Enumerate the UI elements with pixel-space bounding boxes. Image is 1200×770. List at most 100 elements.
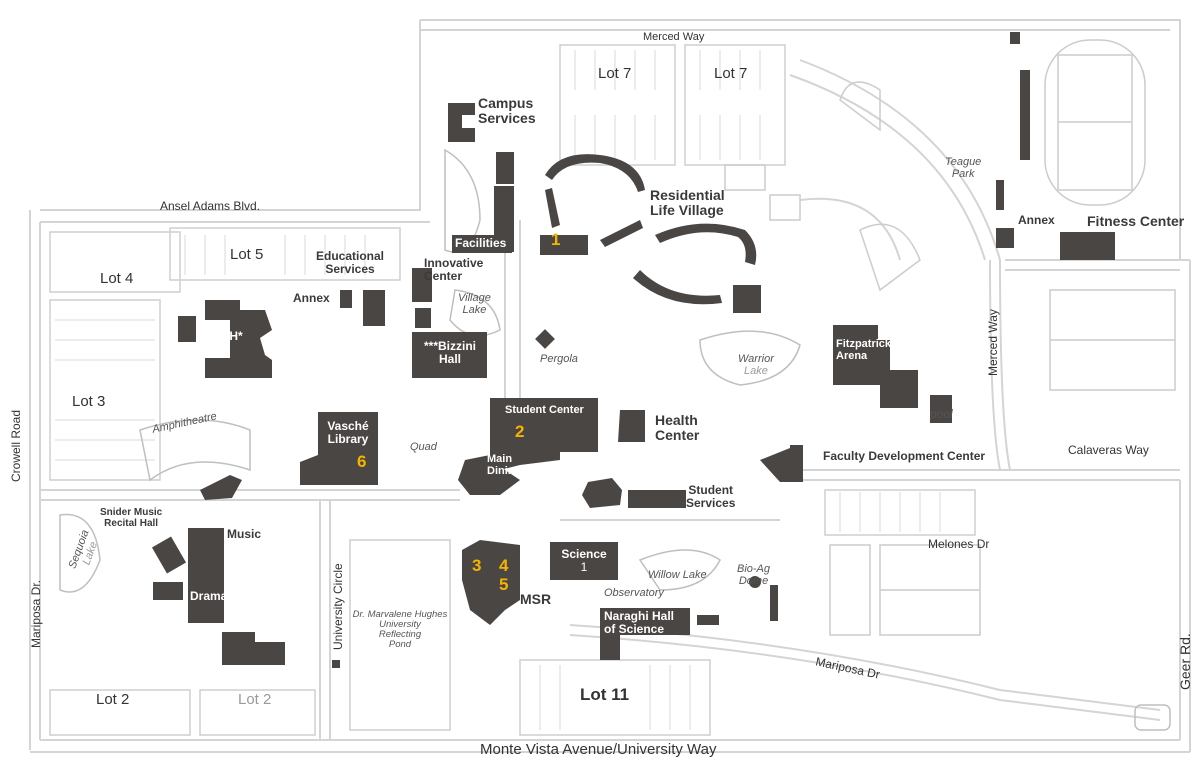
label-student-services-2: Services — [686, 495, 736, 510]
label-main-dining-2: Dining — [487, 464, 522, 477]
label-pond-4: Pond — [388, 638, 412, 650]
lot-5: Lot 5 — [230, 246, 264, 263]
label-music: Music — [227, 527, 262, 541]
label-fitness-center: Fitness Center — [1087, 213, 1185, 229]
lot-11: Lot 11 — [580, 685, 630, 704]
label-student-services: Student Services — [686, 484, 735, 509]
buildings — [151, 32, 1115, 668]
label-naraghi-2: of Science — [604, 621, 665, 636]
label-facilities: Facilities — [455, 236, 507, 250]
label-annex-right: Annex — [1018, 213, 1055, 227]
street-ansel-adams: Ansel Adams Blvd. — [160, 199, 261, 213]
label-health-2: Center — [655, 426, 700, 443]
label-fitzpatrick-1: Fitzpatrick — [836, 338, 892, 350]
marker-4: 4 — [499, 556, 509, 575]
label-pergola: Pergola — [540, 353, 578, 365]
label-pond-3: Reflecting — [378, 628, 422, 640]
street-geer-rd: Geer Rd. — [1177, 633, 1193, 690]
label-teague-park: Teague Park — [945, 156, 982, 180]
label-dbh: DBH* — [212, 329, 243, 343]
label-annex-left: Annex — [293, 291, 330, 305]
label-fitzpatrick-arena: Fitzpatrick Arena — [836, 338, 892, 362]
label-educational-2: Services — [325, 261, 375, 276]
label-warrior-lake: Warrior Lake — [738, 353, 774, 377]
label-science-1-a: Science — [561, 547, 607, 561]
label-village-lake: Village Lake — [458, 292, 491, 316]
lakes — [59, 148, 1171, 731]
label-science-1: Science 1 — [550, 548, 618, 573]
label-observatory: Observatory — [604, 587, 664, 599]
label-bio-ag-2: Dome — [738, 574, 769, 587]
marker-5: 5 — [499, 575, 509, 594]
label-warrior-1: Warrior — [738, 353, 774, 365]
label-reflecting-pond: Dr. Marvalene Hughes University Reflecti… — [345, 610, 455, 650]
street-crowell-road: Crowell Road — [9, 409, 23, 482]
label-main-dining-1: Main — [487, 453, 513, 465]
street-university-circle: University Circle — [331, 563, 345, 650]
label-student-center: Student Center — [505, 404, 584, 416]
street-calaveras-way: Calaveras Way — [1068, 443, 1149, 457]
label-main-dining: Main Dining — [487, 453, 522, 477]
label-faculty-development-center: Faculty Development Center — [823, 449, 986, 463]
label-residential-life-village: Residential Life Village — [650, 188, 725, 217]
lot-2-a: Lot 2 — [96, 691, 130, 708]
marker-3: 3 — [472, 556, 482, 575]
label-innovative-1: Innovative — [424, 256, 484, 270]
label-residential-2: Life Village — [650, 201, 724, 218]
label-innovative-2: Center — [424, 268, 463, 283]
label-vasche-library: Vasché Library — [318, 420, 378, 445]
label-quad: Quad — [410, 441, 437, 453]
label-innovative-center: Innovative Center — [424, 257, 483, 282]
label-vasche-1: Vasché — [327, 419, 369, 433]
label-campus-services: Campus Services — [478, 96, 536, 125]
label-fitzpatrick-2: Arena — [836, 349, 868, 362]
label-educational-1: Educational — [316, 249, 385, 263]
label-bizzini-1: ***Bizzini — [423, 339, 476, 353]
label-warrior-2: Lake — [744, 364, 768, 377]
lot-4: Lot 4 — [100, 270, 134, 287]
label-bio-ag-dome: Bio-Ag Dome — [737, 563, 771, 587]
label-village-2: Lake — [462, 303, 487, 316]
parking-lots — [49, 44, 976, 736]
label-willow-lake: Willow Lake — [648, 569, 707, 581]
label-bizzini-2: Hall — [438, 351, 461, 366]
marker-6: 6 — [357, 452, 367, 471]
athletic-fields — [724, 39, 1176, 636]
label-campus-services-2: Services — [478, 109, 536, 126]
lot-7-a: Lot 7 — [598, 65, 632, 82]
label-pond-2: University — [379, 618, 421, 630]
marker-1: 1 — [551, 230, 561, 249]
roads — [29, 19, 1191, 753]
label-teague-1: Teague — [945, 156, 982, 168]
label-residential-1: Residential — [650, 187, 725, 203]
label-educational-services: Educational Services — [316, 250, 384, 275]
label-snider-recital-hall: Snider Music Recital Hall — [100, 507, 163, 529]
lot-2-b: Lot 2 — [238, 691, 272, 708]
label-snider-1: Snider Music — [100, 507, 163, 518]
street-melones-dr: Melones Dr — [928, 537, 990, 551]
lot-3: Lot 3 — [72, 393, 106, 410]
street-merced-way-top: Merced Way — [643, 31, 705, 43]
label-campus-services-1: Campus — [478, 95, 534, 111]
label-drama: Drama — [190, 589, 228, 603]
label-snider-2: Recital Hall — [104, 517, 159, 529]
label-pool: pool — [930, 407, 953, 421]
label-teague-2: Park — [951, 167, 975, 180]
lot-7-b: Lot 7 — [714, 65, 748, 82]
label-health-1: Health — [655, 412, 698, 428]
label-bio-ag-1: Bio-Ag — [737, 563, 771, 575]
label-village-1: Village — [458, 292, 491, 304]
label-health-center: Health Center — [655, 413, 699, 442]
marker-2: 2 — [515, 422, 525, 441]
street-merced-way-right: Merced Way — [986, 309, 1000, 376]
label-naraghi-1: Naraghi Hall — [604, 609, 675, 623]
label-bizzini-hall: ***Bizzini Hall — [414, 340, 486, 365]
label-pond-1: Dr. Marvalene Hughes — [352, 609, 448, 620]
label-vasche-2: Library — [327, 431, 369, 446]
street-monte-vista: Monte Vista Avenue/University Way — [480, 741, 717, 758]
label-science-1-b: 1 — [580, 559, 588, 574]
label-msr: MSR — [520, 591, 552, 607]
label-student-services-1: Student — [688, 483, 734, 497]
label-naraghi-hall: Naraghi Hall of Science — [604, 610, 674, 635]
